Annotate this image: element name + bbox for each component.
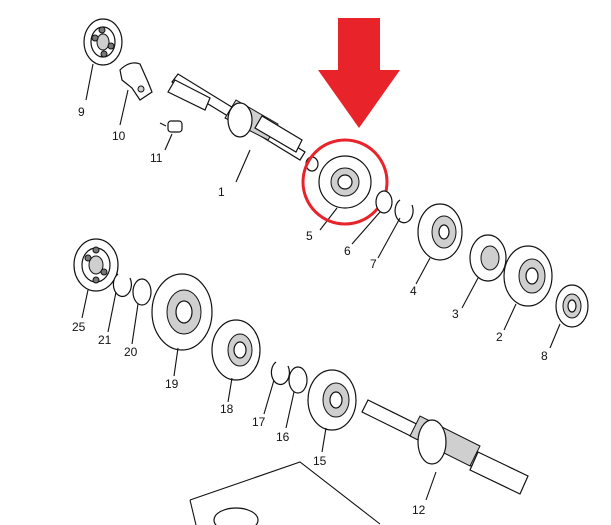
lower-subassembly-outline [189, 461, 381, 525]
label-7[interactable]: 7 [370, 257, 377, 271]
highlight-circle [301, 138, 389, 226]
circlip-21[interactable] [107, 273, 132, 333]
bolt-11[interactable] [159, 120, 183, 151]
gear-18[interactable] [211, 319, 261, 403]
circlip-17[interactable] [263, 361, 290, 415]
main-axle-1[interactable] [167, 73, 319, 183]
label-12[interactable]: 12 [412, 503, 426, 517]
label-10[interactable]: 10 [112, 129, 126, 143]
label-16[interactable]: 16 [276, 430, 290, 444]
label-17[interactable]: 17 [252, 415, 266, 429]
label-11[interactable]: 11 [150, 151, 163, 165]
label-4[interactable]: 4 [410, 284, 417, 298]
label-9[interactable]: 9 [78, 105, 85, 119]
label-3[interactable]: 3 [452, 307, 459, 321]
gear-15[interactable] [307, 369, 357, 453]
circlip-7[interactable] [377, 199, 414, 259]
lower-axle-12[interactable] [361, 399, 529, 501]
red-arrow-icon [318, 18, 400, 128]
label-2[interactable]: 2 [496, 330, 503, 344]
label-1[interactable]: 1 [218, 185, 225, 199]
bearing-9[interactable] [83, 18, 123, 101]
label-19[interactable]: 19 [165, 377, 179, 391]
label-20[interactable]: 20 [124, 345, 138, 359]
label-6[interactable]: 6 [344, 244, 351, 258]
washer-6[interactable] [351, 190, 393, 245]
label-5[interactable]: 5 [306, 229, 313, 243]
washer-16[interactable] [285, 366, 308, 429]
gear-5[interactable] [318, 155, 372, 231]
gear-4[interactable] [415, 203, 463, 285]
label-15[interactable]: 15 [313, 454, 327, 468]
label-25[interactable]: 25 [72, 320, 86, 334]
bearing-8[interactable] [549, 284, 589, 349]
label-8[interactable]: 8 [541, 349, 548, 363]
gear-2[interactable] [503, 245, 553, 331]
label-21[interactable]: 21 [98, 333, 112, 347]
bracket-10[interactable] [119, 62, 153, 126]
gear-3[interactable] [461, 234, 507, 309]
bearing-25[interactable] [73, 238, 119, 319]
gear-19[interactable] [151, 273, 213, 377]
washer-20[interactable] [131, 278, 152, 345]
label-18[interactable]: 18 [220, 402, 234, 416]
